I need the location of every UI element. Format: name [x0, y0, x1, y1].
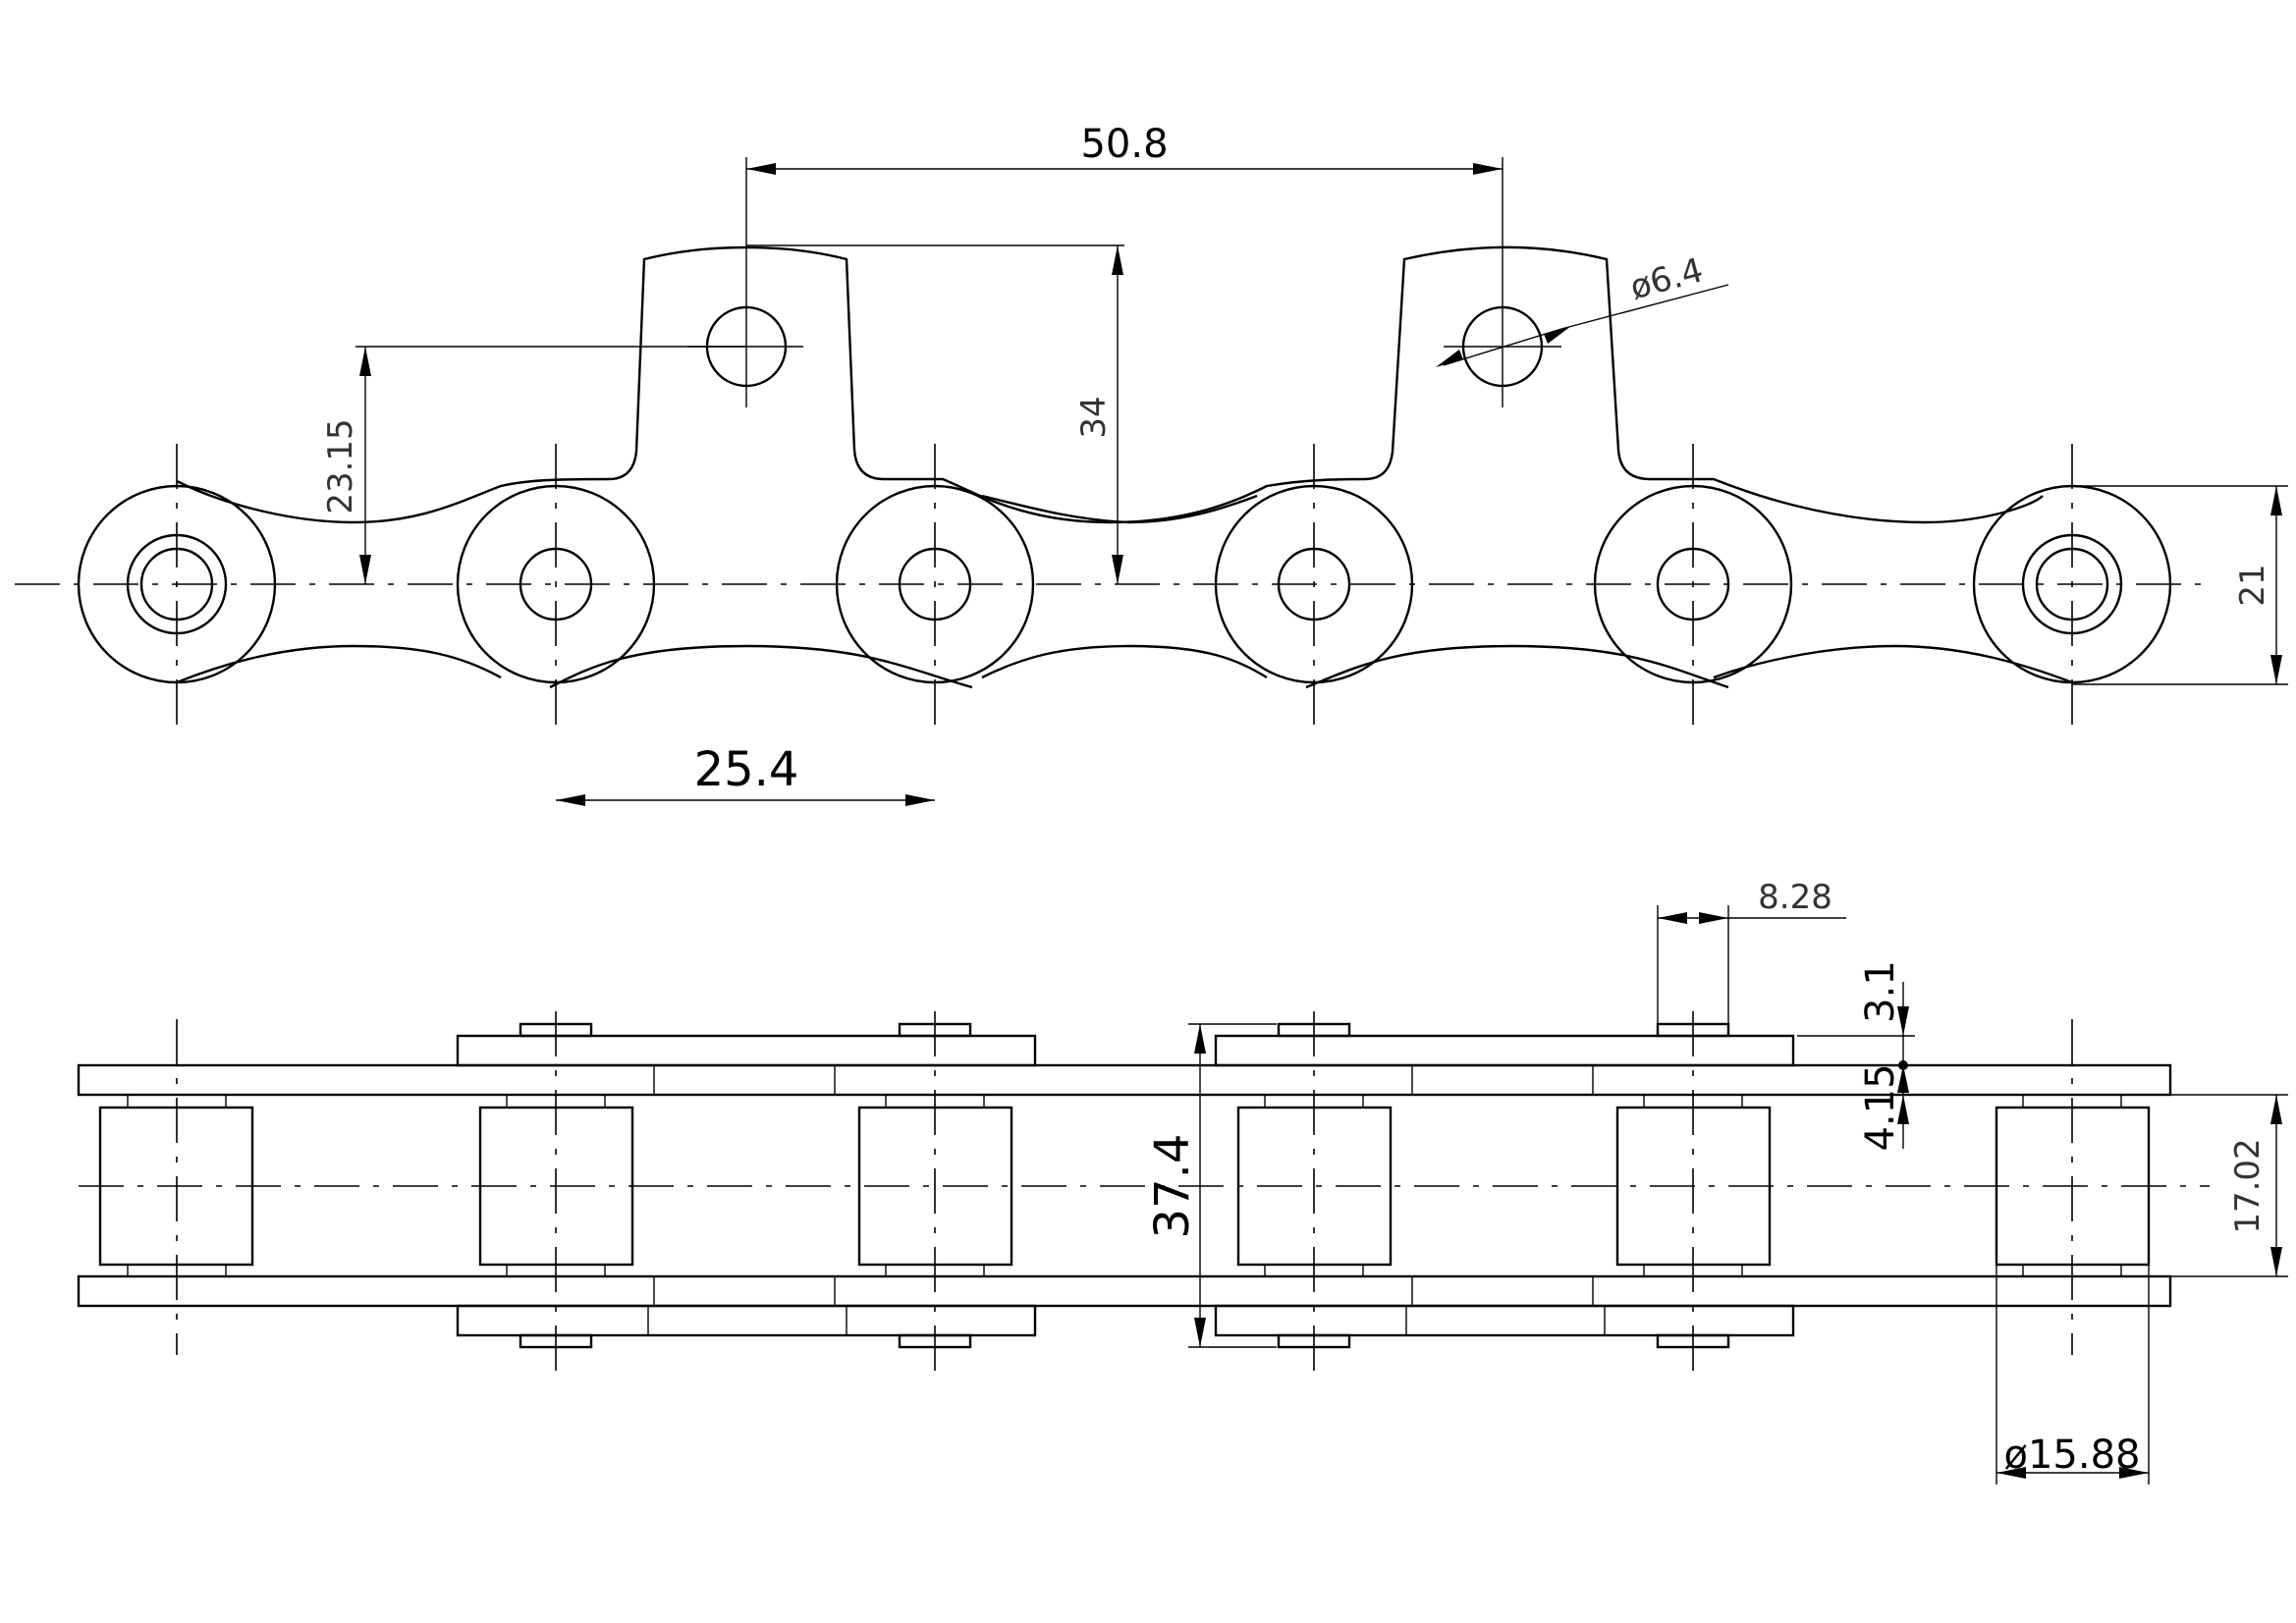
dim-hole-center-height: 23.15 — [321, 346, 746, 584]
dim-roller-diameter: ø15.88 — [1995, 1265, 2150, 1485]
dim-overall-width: 37.4 — [1145, 1023, 1277, 1348]
dim-tab-height: 34 — [746, 244, 1124, 584]
dim-label-inner-width: 17.02 — [2228, 1138, 2268, 1233]
dim-label-attachment-thickness: 3.1 — [1858, 960, 1903, 1023]
outer-plate-top — [77, 1063, 2172, 1097]
dim-label-tab-pitch: 50.8 — [1080, 122, 1168, 167]
outer-link-upper-mid — [981, 494, 1258, 524]
dim-link-height: 21 — [2072, 485, 2288, 685]
dim-plate-thickness: 8.28 — [1657, 878, 1846, 1024]
top-view: 50.8 ø6.4 34 23.15 — [15, 122, 2288, 806]
dim-label-overall-width: 37.4 — [1145, 1134, 1200, 1239]
dim-label-pitch: 25.4 — [694, 742, 799, 797]
dim-tab-pitch: 50.8 — [746, 122, 1503, 175]
dim-label-tab-height: 34 — [1074, 396, 1114, 438]
dim-attachment-thickness: 3.1 — [1797, 960, 1915, 1070]
attachment-plate-top-right — [1214, 1034, 1795, 1067]
dim-pitch: 25.4 — [556, 742, 935, 806]
attachment-plate-top-left — [456, 1034, 1037, 1067]
chain-plate-outline — [176, 245, 2044, 524]
dim-label-plate-offset: 4.15 — [1858, 1063, 1903, 1151]
dim-label-link-height: 21 — [2233, 564, 2272, 606]
chain-plate-lower-outline — [176, 644, 2073, 684]
attachment-plate-bottom-left — [456, 1304, 1037, 1337]
dim-hole-diameter: ø6.4 — [1436, 250, 1729, 367]
dim-label-plate-thickness: 8.28 — [1758, 878, 1832, 917]
outer-plate-bottom — [77, 1274, 2172, 1308]
attachment-plate-bottom-right — [1214, 1304, 1795, 1337]
dim-plate-offset: 4.15 — [1858, 1063, 1909, 1152]
side-view: 8.28 3.1 4.15 37.4 — [77, 878, 2288, 1485]
dim-label-hole-center-height: 23.15 — [321, 418, 360, 514]
dim-label-hole-diameter: ø6.4 — [1626, 250, 1708, 307]
inner-link-lower-right — [1305, 644, 1729, 689]
inner-link-lower-left — [549, 644, 973, 689]
dim-label-roller-diameter: ø15.88 — [2004, 1433, 2141, 1478]
dim-inner-width: 17.02 — [2170, 1094, 2288, 1277]
